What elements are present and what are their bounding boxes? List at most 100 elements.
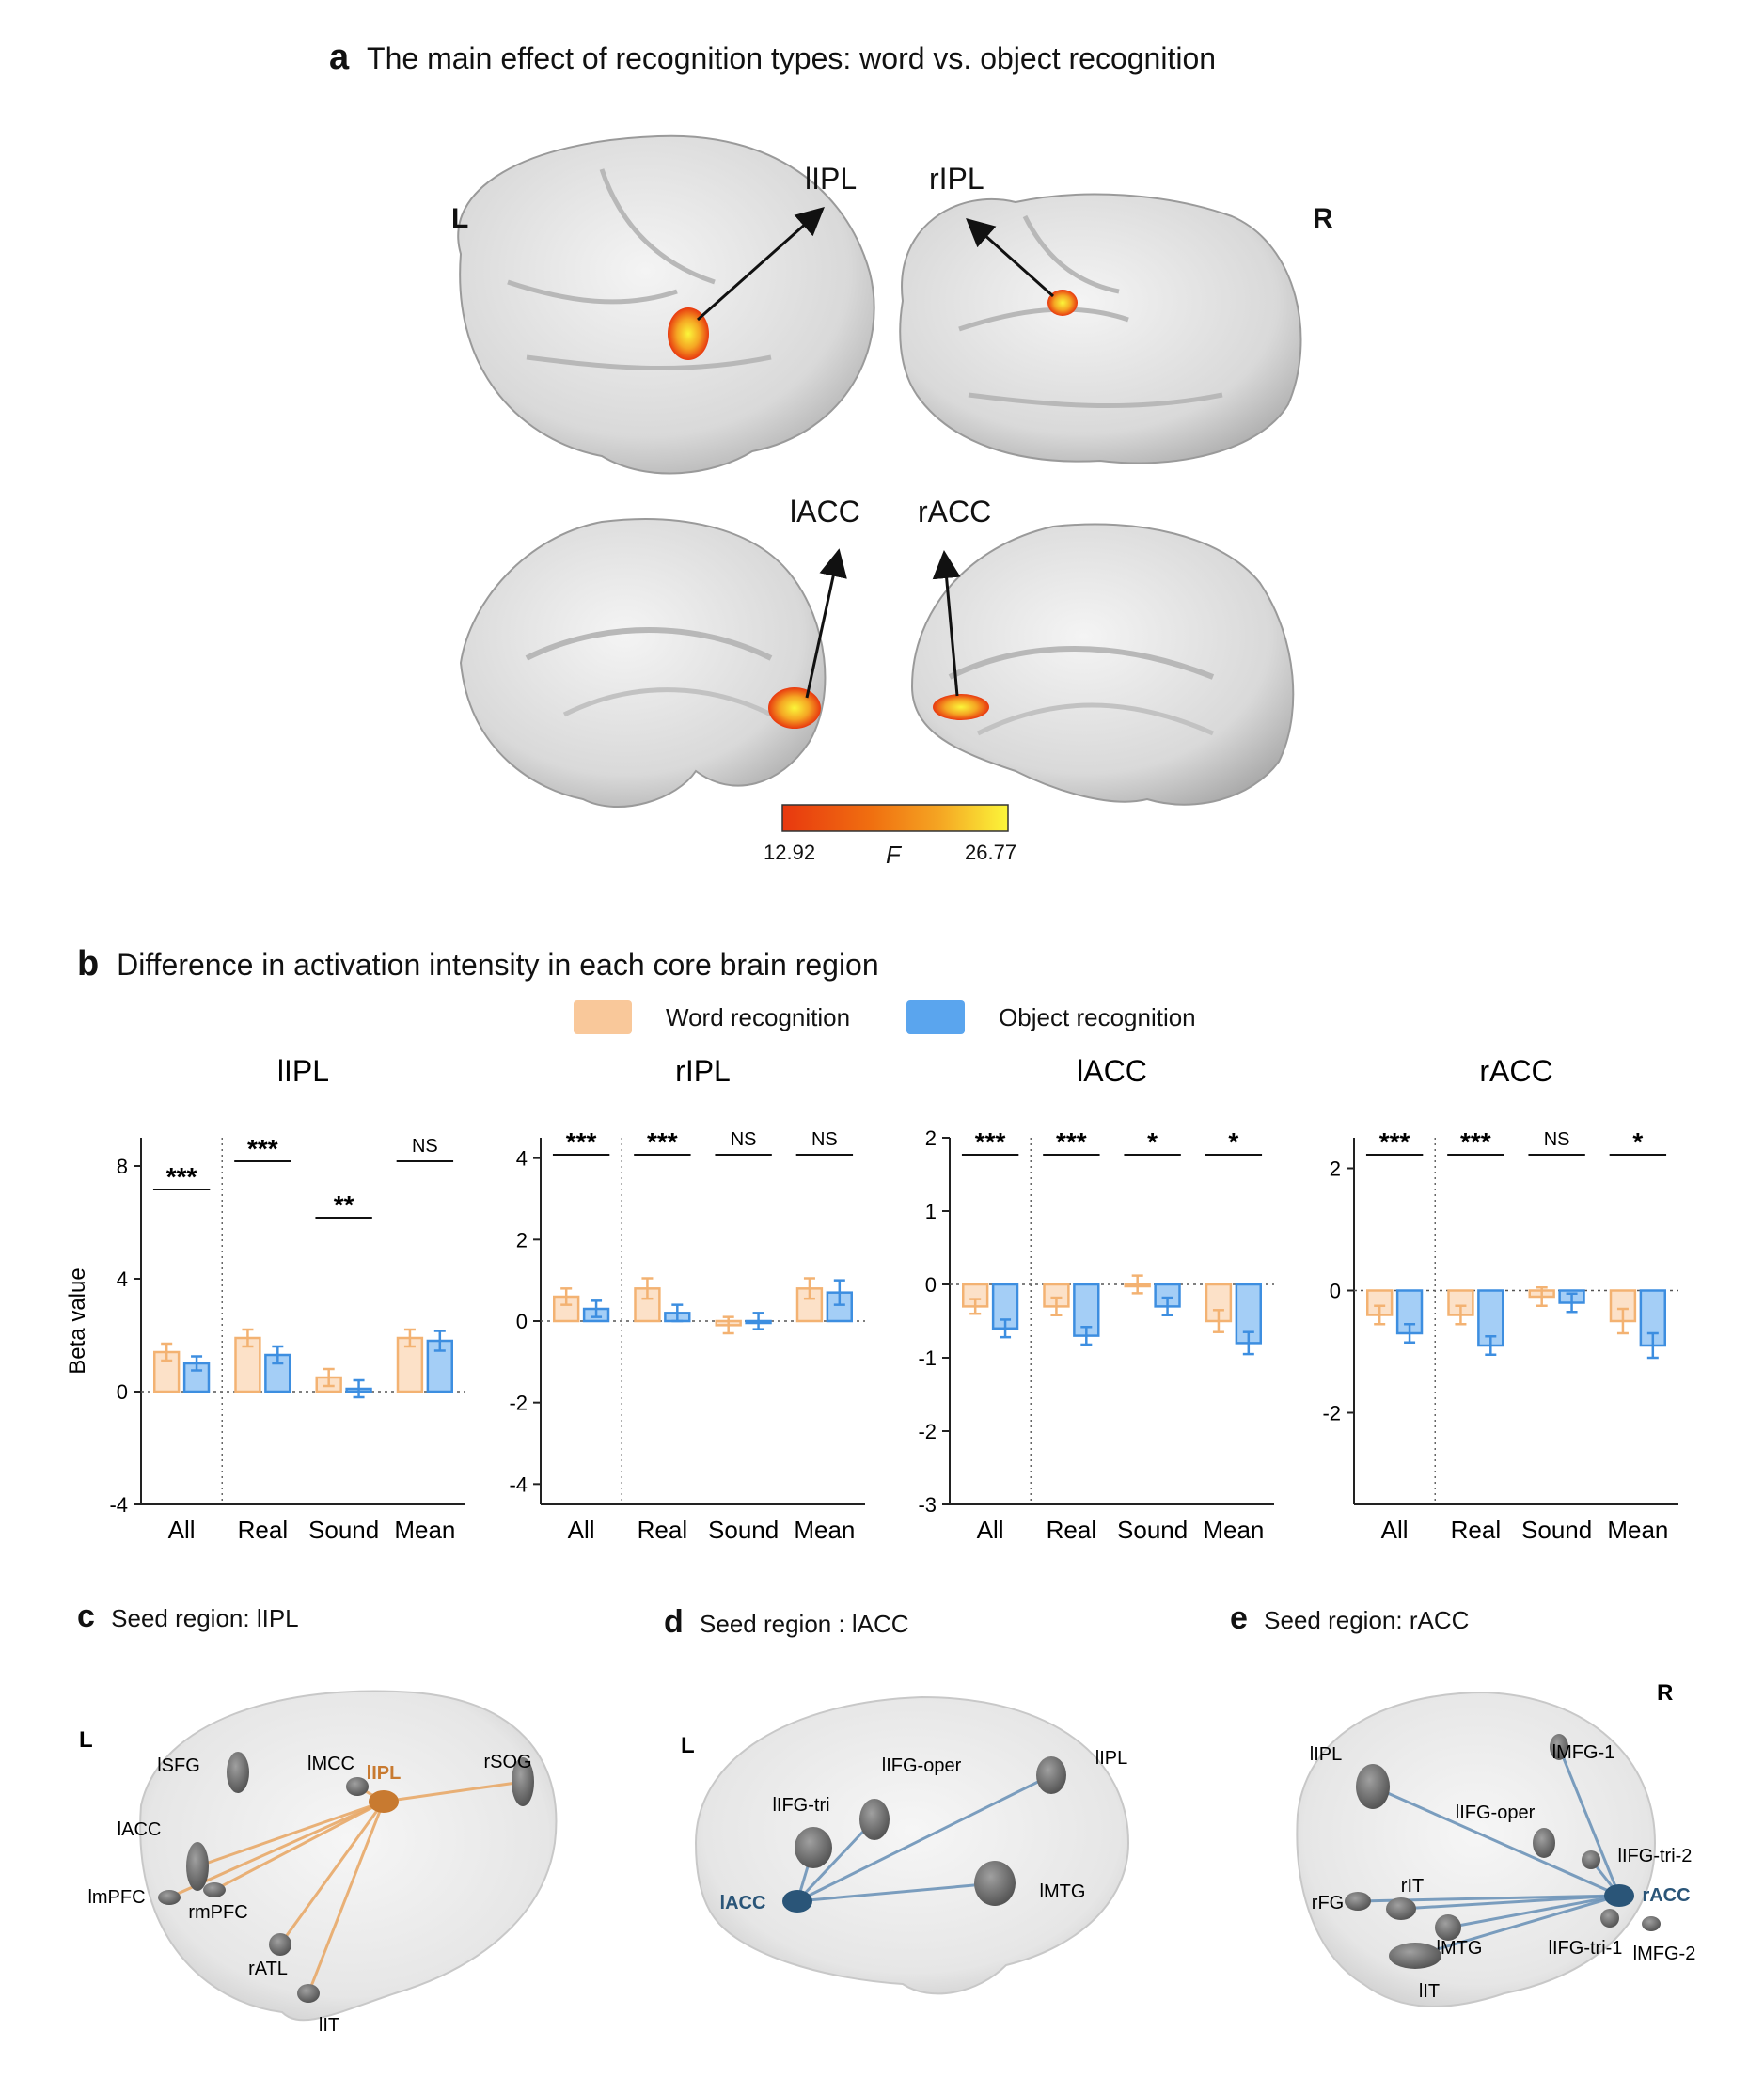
lacc-activation — [768, 687, 821, 729]
node-label: lMTG — [1040, 1881, 1086, 1902]
panel-b-letter: b — [77, 944, 100, 984]
colorbar-min: 12.92 — [764, 841, 816, 864]
y-tick-label: 2 — [516, 1228, 528, 1252]
brain-node — [1036, 1756, 1066, 1794]
x-tick-label: Mean — [794, 1516, 855, 1544]
legend-swatch-word — [574, 1000, 632, 1034]
connection-edge — [307, 1801, 386, 1994]
region-label-lipl: lIPL — [805, 162, 858, 196]
x-tick-label: Mean — [1203, 1516, 1264, 1544]
connection-edge — [796, 1881, 996, 1903]
x-tick-label: Sound — [308, 1516, 379, 1544]
panel-b-charts: Beta valuelIPL-4048All***Real***Sound**M… — [65, 1054, 1678, 1544]
panel-e-letter: e — [1230, 1600, 1248, 1636]
y-tick-label: 8 — [117, 1155, 128, 1178]
y-tick-label: 0 — [925, 1273, 937, 1297]
seed-node — [1604, 1884, 1634, 1907]
chart-title: rACC — [1479, 1054, 1552, 1088]
node-label: lIFG-tri-1 — [1549, 1938, 1623, 1959]
brain-node — [795, 1827, 832, 1868]
node-label: lIFG-oper — [882, 1755, 962, 1776]
brain-node — [1389, 1943, 1441, 1969]
x-tick-label: Real — [638, 1516, 687, 1544]
significance-label: * — [1632, 1127, 1643, 1157]
significance-label: *** — [975, 1127, 1006, 1157]
hemi-left-label: L — [451, 203, 469, 234]
bar-object-real — [264, 1353, 291, 1393]
x-tick-label: Real — [1047, 1516, 1096, 1544]
seed-node — [782, 1890, 812, 1913]
node-label: lIT — [319, 2015, 339, 2036]
significance-label: *** — [247, 1134, 278, 1163]
brain-node — [203, 1882, 226, 1897]
legend-swatch-object — [906, 1000, 966, 1034]
significance-label: * — [1147, 1127, 1158, 1157]
left-medial-brain — [459, 518, 847, 808]
connection-edge — [213, 1800, 385, 1892]
node-label: lSFG — [157, 1755, 200, 1776]
x-tick-label: Real — [1451, 1516, 1501, 1544]
y-tick-label: -4 — [109, 1493, 128, 1517]
node-label: lMCC — [307, 1754, 354, 1774]
y-tick-label: 0 — [1330, 1280, 1341, 1303]
significance-label: *** — [166, 1162, 197, 1191]
panel-a-title: a The main effect of recognition types: … — [329, 38, 1216, 78]
node-label: rSOG — [483, 1752, 531, 1772]
chart-title: rIPL — [675, 1054, 731, 1088]
node-label: rATL — [248, 1959, 288, 1979]
connection-edge — [796, 1773, 1052, 1903]
panel-c-letter: c — [77, 1598, 95, 1634]
significance-label: NS — [1544, 1129, 1570, 1150]
panel-d-title-text: Seed region : lACC — [700, 1610, 909, 1638]
node-label: lACC — [118, 1819, 162, 1840]
y-tick-label: 0 — [117, 1380, 128, 1404]
connection-edge — [1414, 1894, 1620, 1958]
y-tick-label: 0 — [516, 1310, 528, 1333]
right-lateral-brain — [899, 193, 1302, 464]
chart-title: lACC — [1077, 1054, 1147, 1088]
x-tick-label: Real — [238, 1516, 288, 1544]
region-label-racc: rACC — [918, 495, 992, 528]
brain-node — [269, 1933, 291, 1956]
brain-node — [1600, 1909, 1619, 1928]
bar-word-all — [153, 1350, 181, 1393]
x-tick-label: Sound — [1117, 1516, 1188, 1544]
x-tick-label: All — [168, 1516, 196, 1544]
panel-d-letter: d — [664, 1604, 684, 1640]
significance-label: *** — [566, 1127, 597, 1157]
node-label: lMFG-1 — [1552, 1742, 1615, 1763]
significance-label: *** — [1379, 1127, 1410, 1157]
panel-d-title: d Seed region : lACC — [664, 1604, 909, 1641]
node-label: rFG — [1312, 1893, 1344, 1913]
right-medial-brain — [910, 523, 1295, 806]
y-axis-label: Beta value — [65, 1267, 90, 1374]
y-tick-label: 4 — [117, 1267, 128, 1291]
brain-node — [1550, 1734, 1568, 1760]
brain-node — [346, 1777, 369, 1796]
brain-node — [974, 1861, 1016, 1906]
x-tick-label: Sound — [708, 1516, 779, 1544]
y-tick-label: -2 — [509, 1392, 528, 1415]
node-label: lMFG-2 — [1633, 1944, 1696, 1964]
glass-brain-e — [1296, 1691, 1657, 2007]
node-label: lMTG — [1437, 1938, 1483, 1959]
connection-edge — [383, 1780, 524, 1803]
significance-label: *** — [1460, 1127, 1491, 1157]
significance-label: *** — [1056, 1127, 1087, 1157]
node-label: rmPFC — [188, 1902, 247, 1923]
brain-node — [512, 1757, 534, 1806]
hemi-label: L — [79, 1727, 93, 1753]
seed-label: lIPL — [367, 1763, 402, 1784]
y-tick-label: 1 — [925, 1200, 937, 1223]
y-tick-label: 2 — [925, 1126, 937, 1150]
connection-edge — [1447, 1894, 1620, 1929]
y-tick-label: 2 — [1330, 1157, 1341, 1181]
brain-node — [1642, 1916, 1661, 1931]
brain-node — [1386, 1897, 1416, 1920]
brain-node — [1345, 1892, 1371, 1911]
seed-label: rACC — [1642, 1885, 1690, 1906]
